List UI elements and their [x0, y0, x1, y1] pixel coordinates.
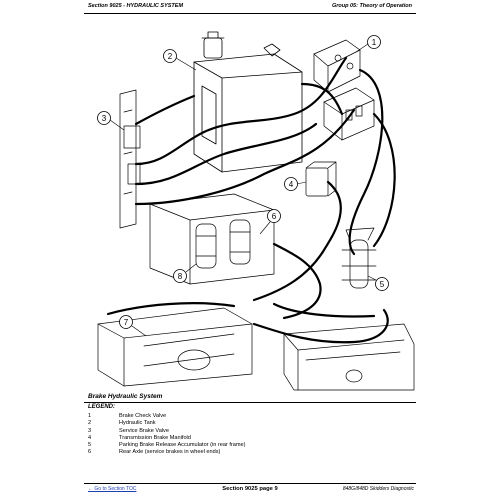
svg-text:1: 1: [372, 38, 377, 47]
callout-5: 5: [367, 275, 389, 291]
brake-check-valve-drawing: [313, 39, 375, 141]
svg-text:6: 6: [272, 212, 277, 221]
diagram-caption: Brake Hydraulic System: [88, 393, 163, 400]
legend-item: 5 Parking Brake Release Accumulator (in …: [88, 442, 418, 449]
legend-number: 5: [88, 442, 92, 449]
legend-description: Brake Check Valve: [119, 413, 167, 419]
legend-number: 2: [88, 420, 92, 427]
header-group-title: Group 05: Theory of Operation: [331, 3, 412, 9]
callout-7: 7: [119, 315, 147, 337]
legend-description: Hydraulic Tank: [119, 420, 156, 427]
hydraulic-hoses: [106, 56, 396, 344]
rear-axle-drawing: [97, 307, 415, 391]
legend-item: 4 Transmission Brake Manifold: [88, 435, 418, 442]
callout-6: 6: [259, 209, 281, 235]
go-to-section-toc-link[interactable]: ← Go to Section TOC: [88, 486, 137, 492]
legend-divider: [84, 402, 416, 403]
svg-text:8: 8: [178, 272, 183, 281]
legend-list: 1 Brake Check Valve 2 Hydraulic Tank 3 S…: [88, 413, 418, 457]
legend-number: 1: [88, 413, 92, 419]
callout-8: 8: [173, 263, 197, 283]
svg-text:4: 4: [289, 180, 294, 189]
legend-title: LEGEND:: [88, 404, 115, 410]
parking-brake-accumulator-drawing: [341, 227, 377, 289]
legend-description: Parking Brake Release Accumulator (in re…: [119, 442, 246, 449]
brake-hydraulic-diagram: 1 2 3 4 5 6 7 8: [97, 31, 415, 391]
service-brake-valve-drawing: [119, 89, 141, 229]
header-section-title: Section 9025 - HYDRAULIC SYSTEM: [88, 3, 184, 9]
hydraulic-tank-drawing: [193, 31, 303, 173]
legend-description: Service Brake Valve: [119, 427, 169, 434]
legend-number: 6: [88, 449, 92, 456]
legend-item: 6 Rear Axle (service brakes in wheel end…: [88, 449, 418, 456]
footer-divider: [84, 483, 416, 484]
legend-number: 4: [88, 434, 92, 441]
legend-description: Rear Axle (service brakes in wheel ends): [119, 449, 221, 456]
svg-text:7: 7: [124, 318, 129, 327]
header-divider: [84, 13, 416, 14]
legend-item: 1 Brake Check Valve: [88, 413, 418, 420]
legend-description: Transmission Brake Manifold: [119, 434, 191, 441]
svg-text:5: 5: [380, 280, 385, 289]
callout-1: 1: [355, 35, 381, 53]
legend-number: 3: [88, 427, 92, 434]
svg-text:3: 3: [102, 114, 107, 123]
callout-2: 2: [163, 49, 197, 71]
footer-document-title: 848G/848D Skidders Diagnostic: [342, 486, 414, 492]
callouts: 1 2 3 4 5 6 7 8: [97, 35, 389, 337]
legend-item: 2 Hydraulic Tank: [88, 420, 418, 427]
callout-3: 3: [97, 111, 125, 131]
svg-text:2: 2: [168, 52, 173, 61]
footer-page-number: Section 9025 page 9: [222, 486, 278, 492]
callout-4: 4: [284, 177, 307, 191]
legend-item: 3 Service Brake Valve: [88, 428, 418, 435]
